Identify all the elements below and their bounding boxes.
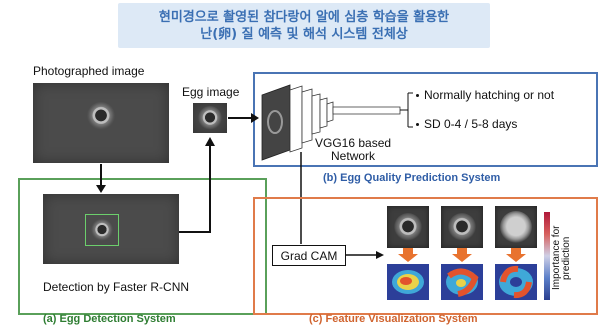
egg-in-photo <box>87 102 115 130</box>
title-line-1: 현미경으로 촬영된 참다랑어 알에 심층 학습을 활용한 <box>158 9 450 25</box>
detection-image <box>43 194 179 264</box>
egg-image <box>193 103 227 133</box>
egg-detection-frame <box>18 178 267 315</box>
visualization-frame <box>253 197 598 315</box>
caption-egg-detection: (a) Egg Detection System <box>43 313 176 325</box>
title-band: 현미경으로 촬영된 참다랑어 알에 심층 학습을 활용한 난(卵) 질 예측 및… <box>118 3 490 48</box>
egg-cropped <box>198 106 222 130</box>
egg-thumb-3 <box>500 211 532 243</box>
egg-thumb-1 <box>394 213 422 241</box>
bullet-dot-icon <box>416 123 419 127</box>
detection-label: Detection by Faster R-CNN <box>43 280 190 294</box>
importance-label: Importance for prediction <box>551 225 572 291</box>
egg-detected <box>91 219 113 241</box>
caption-egg-quality-prediction: (b) Egg Quality Prediction System <box>323 172 501 184</box>
bullet-dot-icon <box>416 94 419 98</box>
egg-thumbnail-1 <box>387 206 429 248</box>
egg-thumb-2 <box>448 213 476 241</box>
caption-feature-visualization: (c) Feature Visualization System <box>309 313 478 325</box>
title-line-2: 난(卵) 질 예측 및 해석 시스템 전체상 <box>200 26 408 42</box>
gradcam-box: Grad CAM <box>272 245 346 266</box>
detection-bounding-box <box>85 214 119 246</box>
photographed-image <box>33 83 169 163</box>
photographed-image-label: Photographed image <box>33 64 145 78</box>
importance-colorbar <box>544 212 550 300</box>
egg-thumbnail-3 <box>495 206 537 248</box>
egg-thumbnail-2 <box>441 206 483 248</box>
arrowhead-detection-to-egg <box>205 137 215 146</box>
egg-image-label: Egg image <box>182 85 240 99</box>
network-label: VGG16 based Network <box>315 136 392 163</box>
output-normally-hatching: Normally hatching or not <box>416 88 554 102</box>
output-sd-days: SD 0-4 / 5-8 days <box>416 117 517 131</box>
